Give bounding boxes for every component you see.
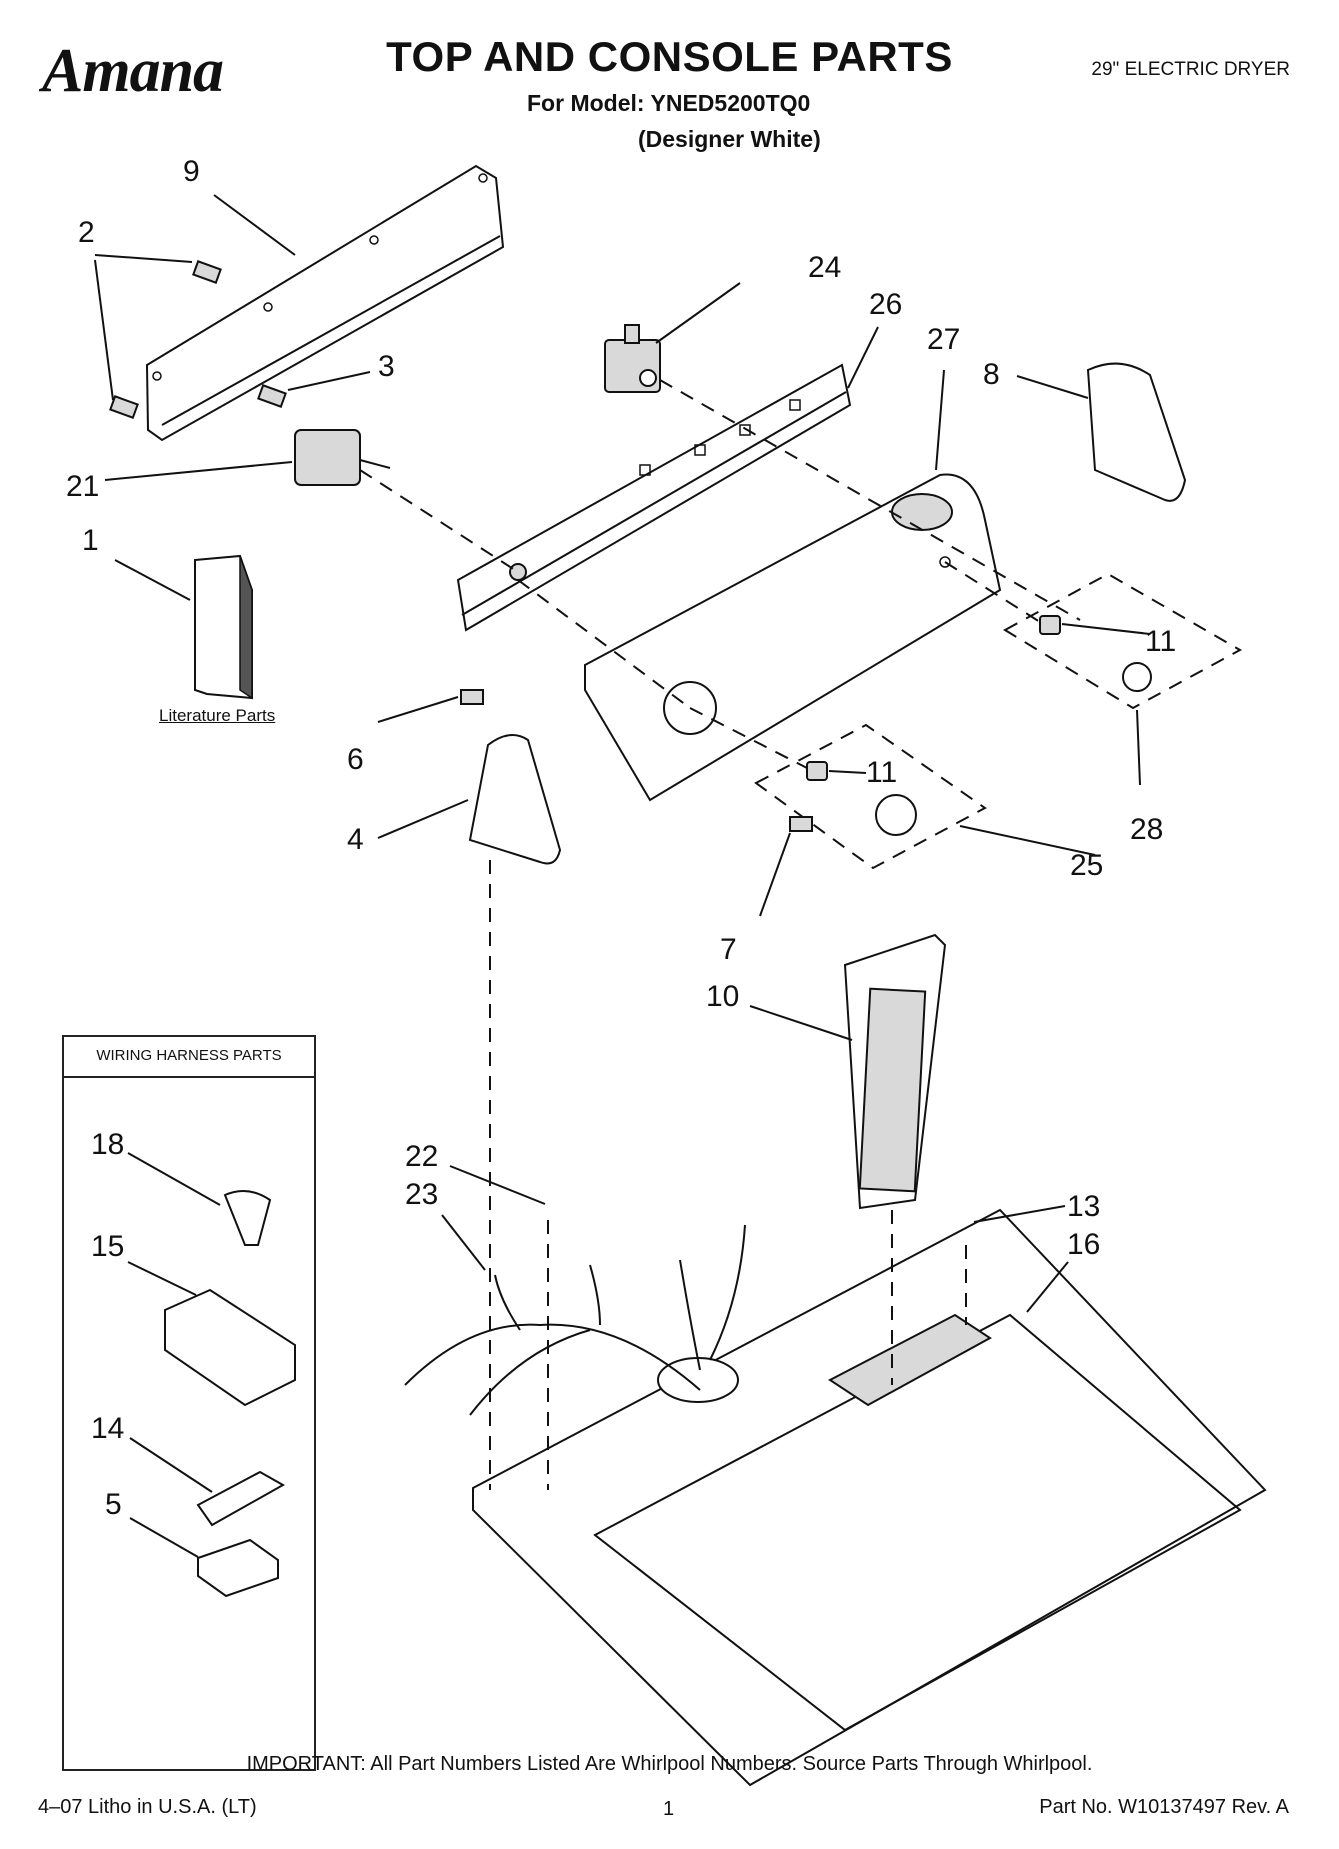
callout-9: 9	[183, 155, 200, 188]
callout-11-upper: 11	[1145, 625, 1177, 658]
callout-6: 6	[347, 743, 364, 776]
assembly-guide-line	[659, 379, 1081, 621]
screw-part	[460, 689, 484, 705]
model-line: For Model: YNED5200TQ0	[527, 90, 811, 116]
callout-4: 4	[347, 823, 364, 856]
assembly-guide-line	[944, 561, 1041, 623]
callout-leaders	[94, 194, 1151, 1558]
callout-27: 27	[927, 323, 961, 356]
switch-part	[604, 324, 661, 393]
literature-parts-label: Literature Parts	[159, 706, 276, 725]
color-line: (Designer White)	[638, 126, 821, 152]
control-panel-part	[456, 363, 852, 632]
connector-part	[197, 1538, 279, 1598]
litho-info: 4–07 Litho in U.S.A. (LT)	[38, 1796, 257, 1818]
callout-11-lower: 11	[866, 756, 898, 789]
wiring-harness-box	[62, 1035, 316, 1771]
screw-part	[109, 260, 287, 419]
callout-10: 10	[706, 980, 740, 1013]
callout-3: 3	[378, 350, 395, 383]
page-title: TOP AND CONSOLE PARTS	[386, 33, 953, 80]
product-type: 29" ELECTRIC DRYER	[1091, 59, 1290, 80]
important-note: IMPORTANT: All Part Numbers Listed Are W…	[246, 1753, 1093, 1775]
timer-knob-part	[754, 723, 987, 870]
callout-18: 18	[91, 1128, 125, 1161]
page-number: 1	[663, 1798, 675, 1820]
callout-23: 23	[405, 1178, 439, 1211]
callout-28: 28	[1130, 813, 1164, 846]
callout-22: 22	[405, 1140, 439, 1173]
callout-2: 2	[78, 216, 95, 249]
end-cap-part	[1086, 362, 1187, 502]
callout-14: 14	[91, 1412, 125, 1445]
literature-part	[194, 554, 253, 700]
top-panel-part	[472, 1208, 1267, 1787]
knob-part	[1002, 572, 1243, 710]
callout-8: 8	[983, 358, 1000, 391]
rear-bracket-part	[145, 164, 505, 442]
callout-26: 26	[869, 288, 903, 321]
clip-part	[223, 1190, 272, 1246]
callout-15: 15	[91, 1230, 125, 1263]
terminal-part	[196, 1470, 286, 1527]
part-number: Part No. W10137497 Rev. A	[1039, 1796, 1289, 1818]
wiring-harness-title: WIRING HARNESS PARTS	[62, 1035, 316, 1078]
callout-16: 16	[1067, 1228, 1101, 1261]
assembly-guide-line	[359, 469, 519, 573]
screw-part	[789, 816, 813, 832]
callout-1: 1	[82, 524, 99, 557]
assembly-guide-line	[689, 707, 808, 769]
brand-logo: Amana	[42, 37, 224, 105]
callout-5: 5	[105, 1488, 122, 1521]
console-part	[584, 473, 1002, 802]
callout-7: 7	[720, 933, 737, 966]
callout-24: 24	[808, 251, 842, 284]
terminal-block-part	[164, 1288, 296, 1407]
wiring-harness-part	[404, 1224, 746, 1416]
timer-part	[294, 429, 391, 486]
lint-filter-part	[843, 933, 947, 1210]
end-cap-part	[468, 734, 562, 865]
callout-21: 21	[66, 470, 100, 503]
callout-13: 13	[1067, 1190, 1101, 1223]
assembly-guide-line	[517, 579, 691, 709]
callout-25: 25	[1070, 849, 1104, 882]
